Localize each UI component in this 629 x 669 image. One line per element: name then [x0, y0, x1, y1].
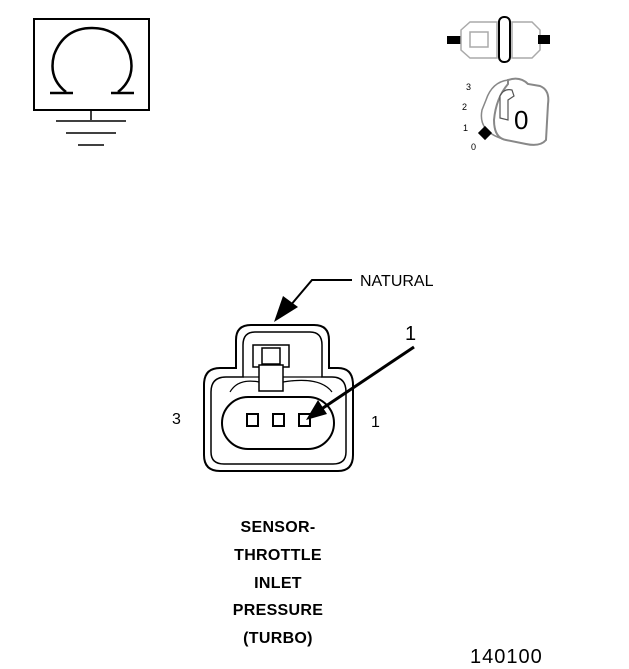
title-line-5: (TURBO): [243, 630, 313, 647]
ignition-position-1: 1: [463, 123, 468, 133]
title-line-1: SENSOR-: [240, 519, 316, 536]
pin-label-right: 1: [371, 414, 380, 431]
pointer-number: 1: [405, 323, 416, 345]
ignition-key-label: 0: [514, 105, 528, 135]
disconnect-icon: [447, 16, 550, 63]
ignition-position-0: 0: [471, 142, 476, 152]
ignition-position-3: 3: [466, 82, 471, 92]
ignition-key-icon: [477, 77, 550, 146]
ohmmeter-icon: [33, 18, 150, 146]
pin-pointer-arrow: [306, 345, 415, 420]
pin-cavity-3: [246, 413, 259, 427]
pin-label-left: 3: [172, 411, 181, 428]
ignition-position-2: 2: [462, 102, 467, 112]
pin-cavity-1: [298, 413, 311, 427]
color-leader-arrow: [274, 279, 352, 322]
connector-face: [203, 324, 354, 472]
figure-number: 140100: [470, 646, 543, 668]
connector-color-label: NATURAL: [360, 273, 434, 290]
pin-cavity-2: [272, 413, 285, 427]
title-line-3: INLET: [254, 575, 302, 592]
title-line-2: THROTTLE: [234, 547, 322, 564]
title-line-4: PRESSURE: [232, 602, 324, 619]
